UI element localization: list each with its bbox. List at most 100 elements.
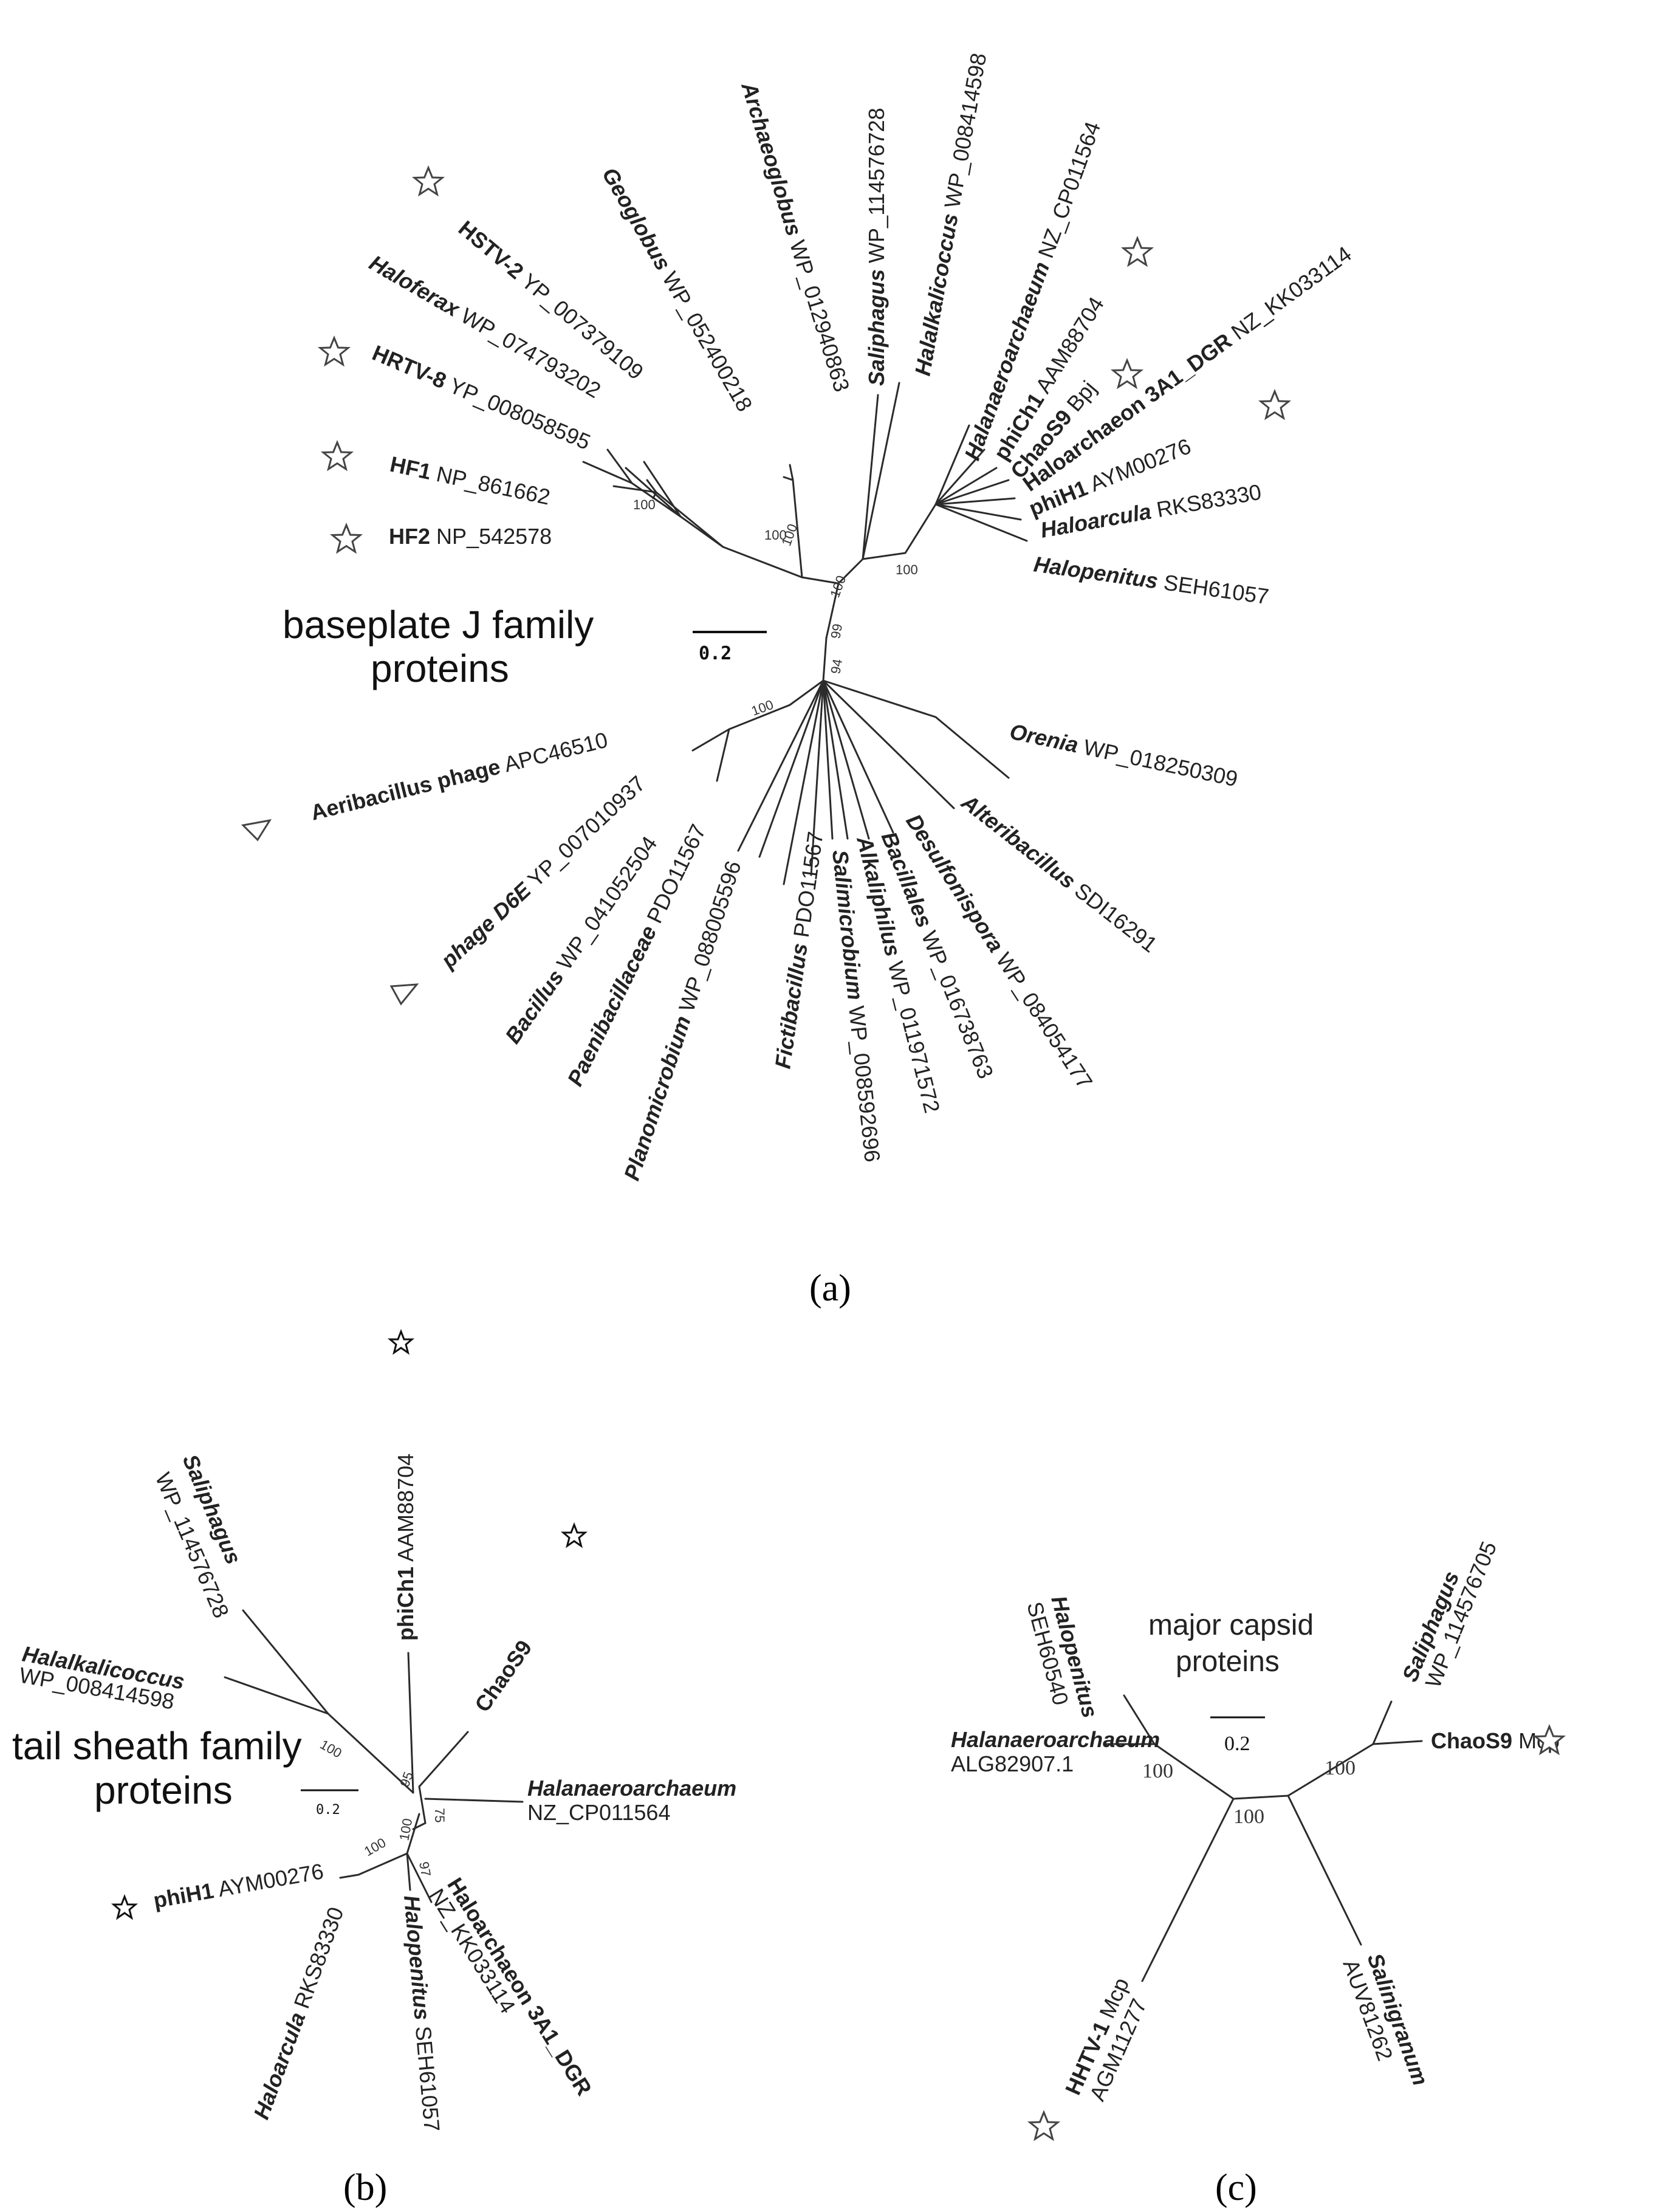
c-branch-right-node (1287, 1743, 1374, 1797)
b-branch-phih1 (339, 1874, 360, 1879)
c-bootstrap: 100 (1142, 1760, 1173, 1782)
a-branch-backbone (822, 582, 840, 682)
b-branch-chaos9 (418, 1731, 469, 1788)
star-icon (319, 337, 349, 366)
c-branch-chaos9 (1372, 1740, 1423, 1745)
a-leaf-geoglobus: Geoglobus WP_052400218 (597, 163, 758, 416)
a-leaf-saliphagus: Saliphagus WP_114576728 (864, 108, 889, 386)
a-leaf-orenia: Orenia WP_018250309 (1007, 719, 1239, 792)
b-branch-halanaero (424, 1798, 524, 1803)
a-bootstrap: 100 (749, 697, 775, 719)
triangle-icon (389, 983, 419, 1006)
star-icon (413, 167, 444, 196)
b-leaf-phich1: phiCh1 AAM88704 (393, 1454, 418, 1641)
star-icon (331, 524, 362, 553)
a-branch-geo (783, 476, 794, 481)
b-leaf-halanaeroarchaeum: Halanaeroarchaeum (527, 1776, 736, 1801)
a-leaf-hf2: HF2 NP_542578 (389, 524, 552, 549)
a-branch-alteri (822, 679, 955, 809)
triangle-icon (241, 819, 272, 842)
a-branch-chaos9 (934, 467, 998, 506)
a-branch-desulfo (822, 679, 894, 834)
panel-c-tree: 100 100 100 0.2 major capsid proteins Ha… (951, 1538, 1565, 2208)
a-branch-paenib (758, 679, 824, 858)
caption-c: (c) (1215, 2167, 1257, 2208)
c-branch-left-node (1153, 1743, 1235, 1800)
a-bootstrap: 100 (633, 497, 656, 512)
b-branch-phich1 (407, 1652, 414, 1794)
b-leaf-phih1: phiH1 AYM00276 (151, 1858, 325, 1913)
a-branch-hf (612, 485, 724, 548)
star-icon (1029, 2111, 1059, 2140)
a-branch-alkali (822, 679, 849, 840)
a-bootstrap: 94 (828, 658, 845, 675)
star-icon (1260, 390, 1290, 419)
c-scale-label: 0.2 (1224, 1733, 1250, 1755)
a-branch-aeribac (691, 728, 730, 752)
c-branch-saliphagus (1372, 1700, 1393, 1745)
b-title-line2: proteins (94, 1768, 233, 1812)
c-title-line2: proteins (1176, 1646, 1280, 1678)
b-branch-haloarcula (357, 1852, 408, 1876)
panel-b-tree: 100 95 75 100 97 100 0.2 tail sheath fam… (12, 1330, 736, 2208)
b-title-line1: tail sheath family (12, 1724, 302, 1768)
b-branch-halalk (224, 1676, 329, 1715)
a-branch-halalk (862, 382, 900, 560)
b-scale-label: 0.2 (316, 1802, 340, 1818)
a-branch-orenia (822, 679, 1010, 779)
b-bootstrap: 100 (362, 1835, 388, 1859)
a-bootstrap: 99 (828, 622, 845, 639)
b-branch-spine (412, 1785, 427, 1830)
a-leaf-halalkalicoccus: Halalkalicoccus WP_008414598 (910, 51, 992, 377)
a-title-line2: proteins (371, 647, 509, 690)
a-branch-phih1 (934, 497, 1016, 506)
a-branch-hv-root (643, 461, 724, 548)
b-bootstrap: 97 (416, 1861, 434, 1878)
c-branch-halopenitus (1123, 1694, 1156, 1745)
a-branch-fictib (810, 679, 824, 876)
a-branch-haloarcula (934, 503, 1022, 521)
a-leaf-halopenitus: Halopenitus SEH61057 (1032, 551, 1270, 609)
star-icon (562, 1523, 586, 1547)
a-branch-archaeo (789, 464, 803, 579)
a-branch-phich1 (934, 448, 986, 506)
a-branch-bacillus (737, 679, 824, 852)
panel-a-tree: 100 100 100 100 100 99 94 100 0.2 basepl… (241, 51, 1356, 1309)
star-icon (1112, 359, 1142, 388)
a-leaf-hf1: HF1 NP_861662 (388, 452, 552, 510)
a-branch-bacillales (822, 679, 870, 840)
a-branch-hf2 (652, 491, 657, 500)
a-leaf-planomicrobium: Planomicrobium WP_088005596 (619, 857, 746, 1183)
caption-b: (b) (343, 2167, 387, 2208)
a-leaf-fictibacillus: Fictibacillus PDO11567 (770, 830, 828, 1070)
a-branch-halanaero (934, 424, 970, 506)
a-title-line1: baseplate J family (283, 603, 594, 647)
b-leaf-haloarchaeon: Haloarchaeon 3A1_DGR (442, 1874, 597, 2100)
a-branch-planomic (783, 679, 824, 885)
c-title-line1: major capsid (1148, 1609, 1314, 1641)
a-leaf-archaeoglobus: Archaeoglobus WP_012940863 (736, 78, 855, 394)
b-bootstrap: 75 (432, 1808, 447, 1822)
b-leaf-haloarcula: Haloarcula RKS83330 (249, 1904, 348, 2123)
a-branch-haloclade (862, 503, 937, 560)
a-branch-upper-left (722, 546, 840, 585)
b-branch-lower (406, 1813, 420, 1855)
b-bootstrap: 100 (318, 1737, 345, 1761)
a-scale-label: 0.2 (699, 643, 732, 664)
a-branch-salimicro (822, 679, 834, 840)
c-leaf-halanaero: Halanaeroarchaeum (951, 1727, 1160, 1752)
a-branch-hrtv (582, 461, 633, 484)
c-leaf-halanaero-acc: ALG82907.1 (951, 1751, 1074, 1776)
a-bootstrap: 100 (764, 527, 787, 543)
a-branch-sal (837, 394, 879, 585)
a-bootstrap: 100 (896, 562, 918, 577)
star-icon (389, 1330, 413, 1354)
a-branch-halopenitus (934, 503, 1028, 542)
c-branch-salinigranum (1287, 1795, 1362, 1946)
b-leaf-halanaeroarchaeum-acc: NZ_CP011564 (527, 1800, 670, 1825)
c-branch-hhtv1 (1141, 1798, 1235, 1982)
c-bootstrap: 100 (1233, 1805, 1264, 1828)
b-branch-haloarchaeon (406, 1852, 433, 1903)
b-leaf-halopenitus: Halopenitus SEH61057 (399, 1894, 445, 2132)
b-leaf-chaos9: ChaoS9 (470, 1635, 536, 1716)
